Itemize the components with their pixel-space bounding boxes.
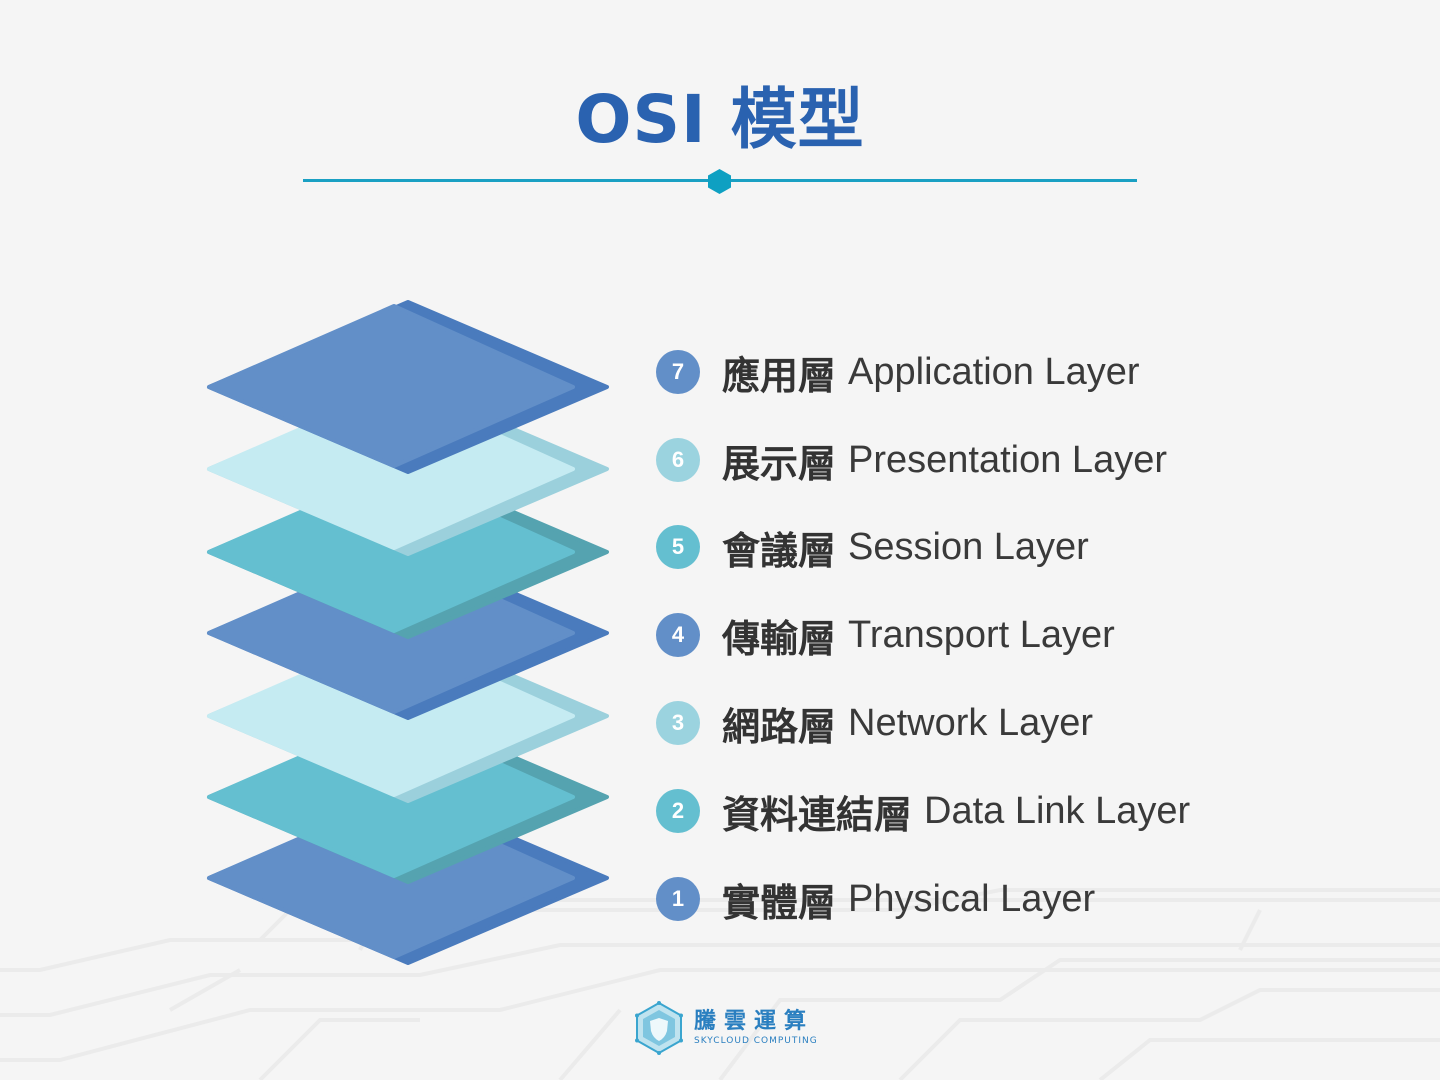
number-badge: 1	[656, 877, 700, 921]
company-logo: 騰雲運算 SKYCLOUD COMPUTING	[632, 1001, 818, 1055]
number-badge: 3	[656, 701, 700, 745]
number-badge: 6	[656, 438, 700, 482]
legend-item-layer-7: 7 應用層 Application Layer	[656, 350, 1140, 398]
logo-name-zh: 騰雲運算	[694, 1009, 815, 1034]
legend-item-layer-1: 1 實體層 Physical Layer	[656, 877, 1096, 925]
layer-name-en: Data Link Layer	[924, 789, 1191, 832]
layer-name-zh: 網路層	[722, 704, 837, 749]
layer-name-en: Session Layer	[848, 525, 1089, 568]
layer-name-zh: 會議層	[722, 528, 837, 573]
logo-name-en: SKYCLOUD COMPUTING	[694, 1036, 818, 1046]
layer-name-en: Application Layer	[848, 350, 1140, 393]
layer-name-en: Physical Layer	[848, 877, 1096, 920]
layer-name-en: Network Layer	[848, 701, 1093, 744]
layer-name-en: Transport Layer	[848, 613, 1115, 656]
hexagon-shield-logo-icon	[635, 1001, 683, 1055]
legend-item-layer-5: 5 會議層 Session Layer	[656, 525, 1089, 573]
layer-name-zh: 應用層	[722, 353, 837, 398]
layer-7-plate	[207, 300, 609, 474]
hexagon-icon	[708, 169, 731, 194]
layer-name-zh: 資料連結層	[722, 792, 913, 837]
legend-item-layer-3: 3 網路層 Network Layer	[656, 701, 1093, 749]
legend-item-layer-6: 6 展示層 Presentation Layer	[656, 438, 1167, 486]
number-badge: 7	[656, 350, 700, 394]
number-badge: 2	[656, 789, 700, 833]
layer-name-zh: 展示層	[722, 441, 837, 486]
legend-item-layer-4: 4 傳輸層 Transport Layer	[656, 613, 1115, 661]
page-title: OSI 模型	[575, 81, 865, 158]
legend-item-layer-2: 2 資料連結層 Data Link Layer	[656, 789, 1191, 837]
layer-name-zh: 傳輸層	[722, 616, 837, 661]
number-badge: 4	[656, 613, 700, 657]
number-badge: 5	[656, 525, 700, 569]
layer-name-en: Presentation Layer	[848, 438, 1167, 481]
layer-name-zh: 實體層	[722, 880, 837, 925]
